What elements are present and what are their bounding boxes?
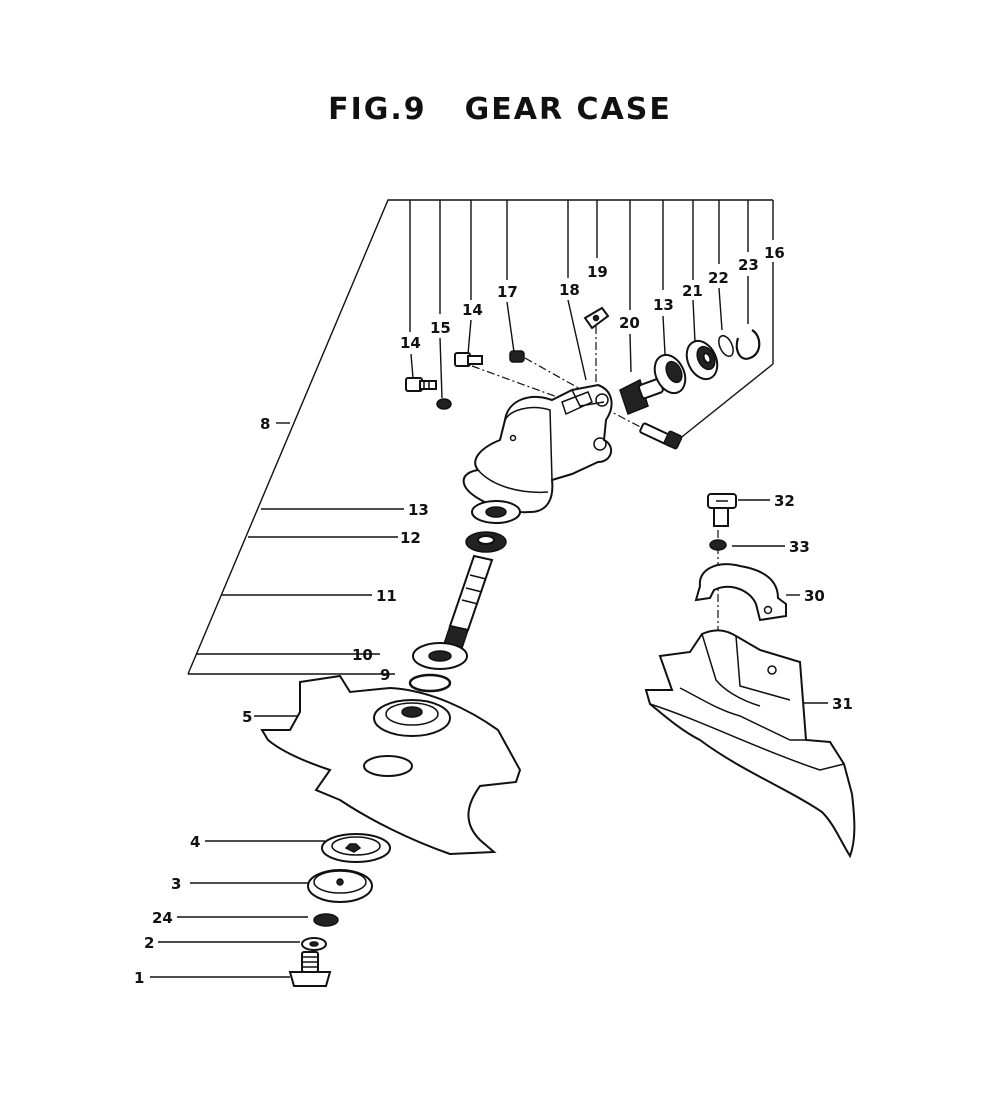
label-32: 32 xyxy=(774,492,795,510)
figure-number: FIG.9 xyxy=(328,92,427,127)
label-2: 2 xyxy=(144,934,154,952)
bevel-gear-20 xyxy=(619,378,664,415)
holder-5 xyxy=(373,699,451,737)
label-4: 4 xyxy=(190,833,200,851)
bracket-lines xyxy=(150,199,828,978)
ring-22 xyxy=(718,334,734,358)
label-19: 19 xyxy=(587,263,608,281)
part-labels: 1 2 3 4 5 24 8 9 10 11 12 13 14 15 14 17… xyxy=(134,244,853,987)
bolt-14-upper xyxy=(454,352,483,367)
label-24: 24 xyxy=(152,909,173,927)
label-23: 23 xyxy=(738,256,759,274)
label-13-lower: 13 xyxy=(408,501,429,519)
figure-title: FIG.9 GEAR CASE xyxy=(0,92,1000,127)
label-10: 10 xyxy=(352,646,373,664)
label-20: 20 xyxy=(619,314,640,332)
label-18: 18 xyxy=(559,281,580,299)
label-1: 1 xyxy=(134,969,144,987)
bearing-13-upper xyxy=(653,353,687,395)
nut-17 xyxy=(509,350,525,363)
washer-15 xyxy=(436,398,452,410)
bearing-21 xyxy=(685,339,719,381)
label-15: 15 xyxy=(430,319,451,337)
bolt-14-left xyxy=(405,377,437,392)
label-17: 17 xyxy=(497,283,518,301)
shaft-11 xyxy=(443,554,494,649)
label-30: 30 xyxy=(804,587,825,605)
circlip-23 xyxy=(735,329,761,360)
bearing-13-lower xyxy=(471,500,521,524)
gear-12 xyxy=(465,531,507,553)
label-13-upper: 13 xyxy=(653,296,674,314)
bolt-16 xyxy=(639,422,683,450)
holder-4 xyxy=(321,833,391,863)
clamp-30 xyxy=(694,563,787,622)
label-9: 9 xyxy=(380,666,390,684)
label-21: 21 xyxy=(682,282,703,300)
label-22: 22 xyxy=(708,269,729,287)
label-14-left: 14 xyxy=(400,334,421,352)
label-3: 3 xyxy=(171,875,181,893)
plate-19 xyxy=(583,306,610,330)
bolt-1 xyxy=(288,951,332,987)
bolt-32 xyxy=(707,493,737,527)
label-14-upper: 14 xyxy=(462,301,483,319)
circlip-9 xyxy=(408,673,452,693)
label-12: 12 xyxy=(400,529,421,547)
guard-31 xyxy=(644,629,856,859)
label-8: 8 xyxy=(260,415,270,433)
washer-2 xyxy=(301,937,327,951)
washer-33 xyxy=(709,539,727,551)
figure-name: GEAR CASE xyxy=(464,92,672,127)
washer-24 xyxy=(313,913,339,927)
label-31: 31 xyxy=(832,695,853,713)
label-33: 33 xyxy=(789,538,810,556)
label-16: 16 xyxy=(764,244,785,262)
label-11: 11 xyxy=(376,587,397,605)
label-5: 5 xyxy=(242,708,252,726)
gear-case-housing xyxy=(462,383,613,514)
cover-3 xyxy=(307,869,373,903)
blade xyxy=(260,674,522,856)
bearing-10 xyxy=(412,642,468,670)
